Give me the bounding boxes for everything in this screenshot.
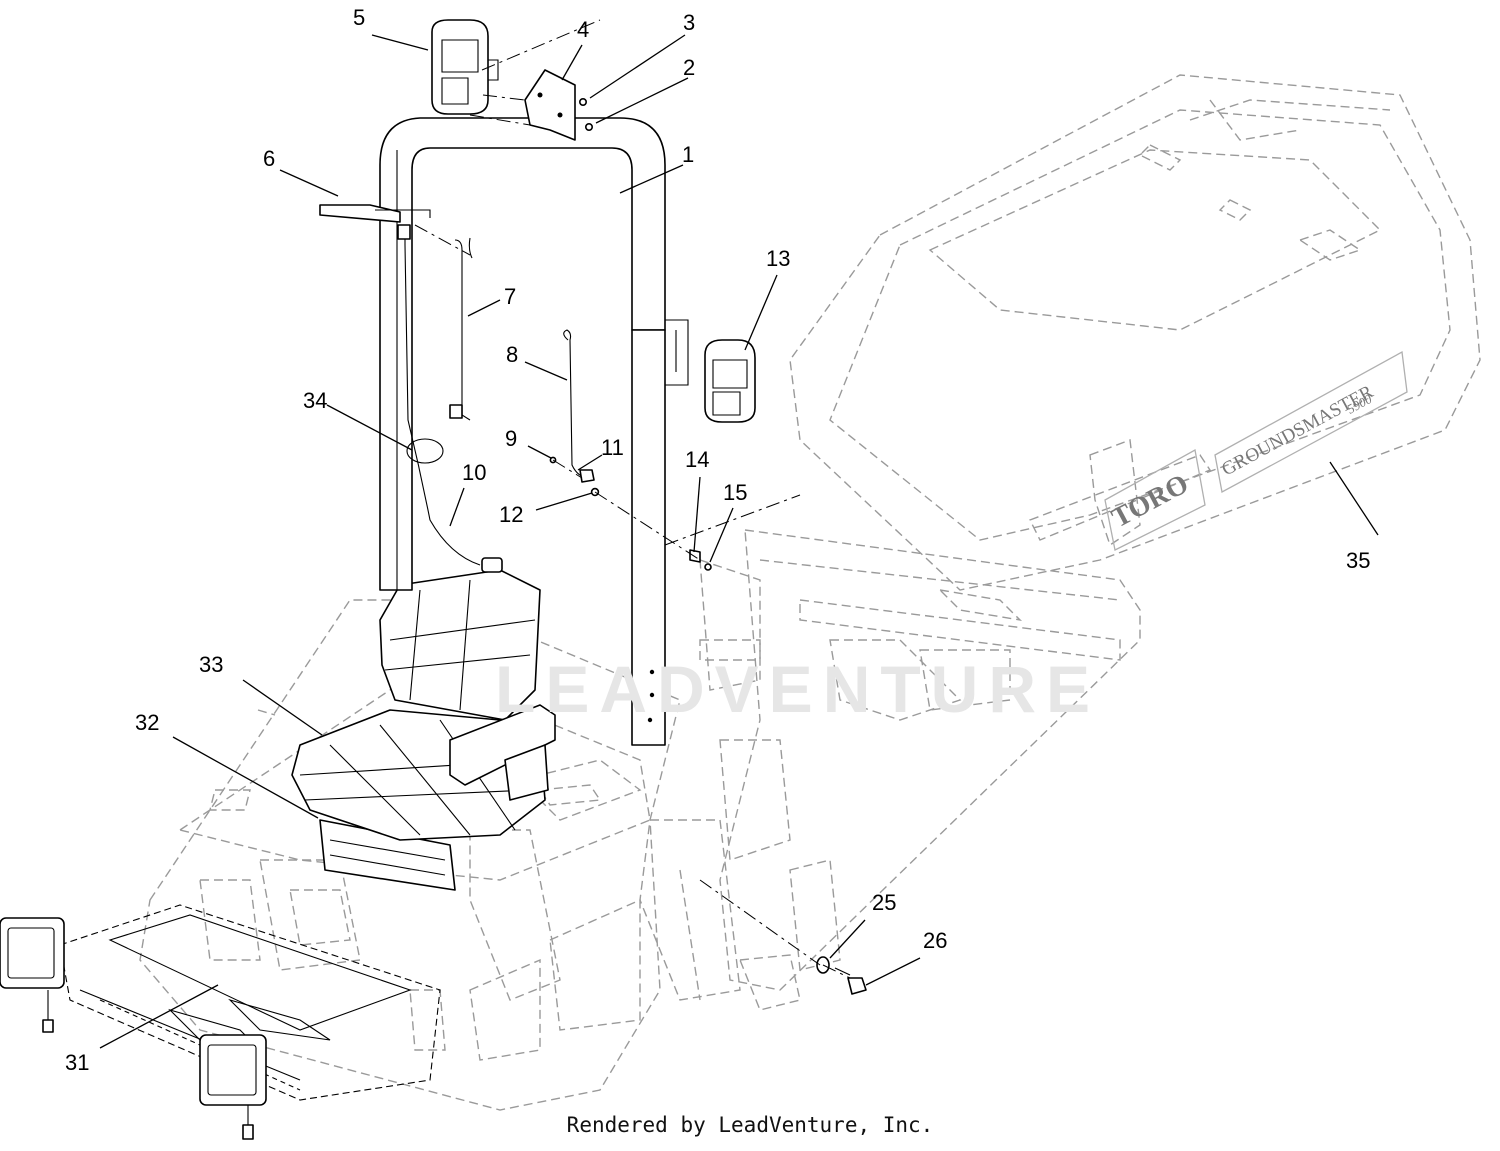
left-work-light — [431, 19, 499, 115]
callout-33: 33 — [199, 652, 223, 677]
callout-3: 3 — [683, 10, 695, 35]
callout-31: 31 — [65, 1050, 89, 1075]
callout-7: 7 — [504, 284, 516, 309]
callout-4: 4 — [577, 17, 589, 42]
rops-bar — [379, 117, 666, 746]
hood-decal: GROUNDSMASTER 5900 TORO — [1104, 350, 1408, 551]
callout-32: 32 — [135, 710, 159, 735]
render-credit: Rendered by LeadVenture, Inc. — [566, 1113, 934, 1137]
callout-1: 1 — [682, 142, 694, 167]
callout-2: 2 — [683, 55, 695, 80]
rops-strap — [319, 204, 431, 223]
callout-11: 11 — [601, 435, 624, 460]
wire-harness — [397, 224, 503, 573]
callout-10: 10 — [462, 460, 486, 485]
right-work-light — [665, 319, 756, 423]
bolt-hardware — [816, 956, 867, 995]
seat-assembly — [291, 569, 556, 891]
callout-13: 13 — [766, 246, 790, 271]
callout-25: 25 — [872, 890, 896, 915]
clip-hardware — [689, 549, 712, 571]
decal-brand-text: TORO — [1107, 468, 1194, 534]
callout-15: 15 — [723, 480, 747, 505]
alignment-lines — [414, 19, 851, 979]
right-front-light — [199, 1034, 267, 1140]
decal-model-text: GROUNDSMASTER — [1218, 381, 1377, 480]
callout-12: 12 — [499, 502, 523, 527]
callout-9: 9 — [505, 426, 517, 451]
callout-5: 5 — [353, 5, 365, 30]
watermark: LEADVENTURE — [495, 652, 1100, 726]
callout-34: 34 — [303, 388, 327, 413]
callout-26: 26 — [923, 928, 947, 953]
callout-6: 6 — [263, 146, 275, 171]
callout-35: 35 — [1346, 548, 1370, 573]
chassis-frame — [469, 529, 1141, 1061]
leader-lines — [99, 34, 1379, 1049]
callout-14: 14 — [685, 447, 709, 472]
left-front-light — [0, 917, 65, 1033]
callout-labels: 1 2 3 4 5 6 7 8 9 10 11 12 13 14 15 25 2… — [65, 5, 1370, 1075]
hood-outline — [789, 74, 1481, 591]
rod-assembly — [549, 329, 600, 497]
callout-8: 8 — [506, 342, 518, 367]
